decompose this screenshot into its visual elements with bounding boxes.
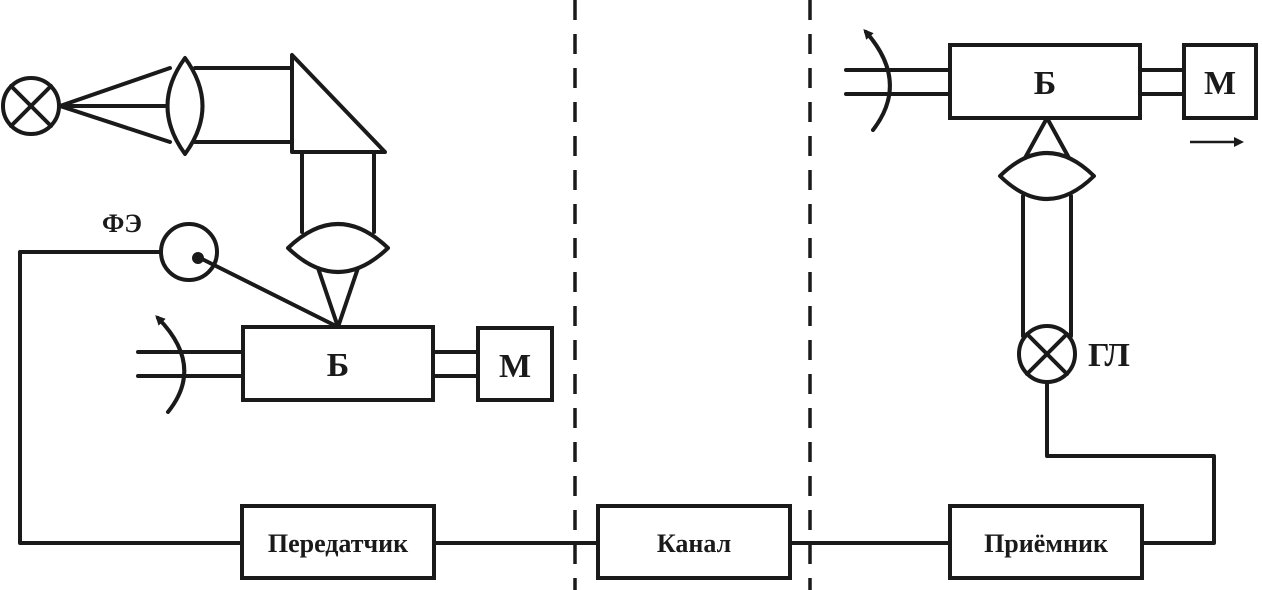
light-cone-source	[58, 66, 172, 144]
focus-cone-transmitter	[316, 266, 360, 329]
condenser-lens-icon	[165, 56, 205, 156]
photocell-icon	[159, 222, 219, 282]
transmitter-drum-box	[241, 325, 435, 402]
receiver-drum-label: Б	[1034, 65, 1056, 102]
receiver-drum-box	[948, 43, 1142, 120]
channel-block	[596, 504, 792, 580]
transmitter-motor-box	[476, 326, 554, 402]
receiver-shaft	[844, 68, 952, 96]
glow-lamp-icon	[1017, 324, 1077, 384]
parallel-beam-vertical	[300, 150, 376, 234]
wire-receiver-lamp	[1045, 380, 1216, 545]
receiver-motor-box	[1182, 43, 1258, 120]
receiver-beam-vertical	[1021, 194, 1073, 338]
receiver-rotation-arrow-icon	[863, 28, 892, 132]
receiver-motor-label: М	[1204, 65, 1236, 102]
transmitter-motor-label: М	[499, 348, 531, 385]
transmitter-shaft	[136, 350, 245, 378]
channel-block-label: Канал	[657, 529, 731, 558]
rotation-arrow-icon	[155, 315, 187, 414]
reflected-ray	[198, 256, 340, 329]
transmitter-block-label: Передатчик	[268, 529, 408, 558]
receiver-block-label: Приёмник	[984, 529, 1108, 558]
receiver-motor-coupling	[1138, 68, 1186, 96]
wire-photocell-transmitter	[18, 250, 244, 545]
photocell-label: ФЭ	[102, 209, 142, 238]
receiver-lens-icon	[998, 151, 1096, 201]
prism-icon	[290, 53, 387, 154]
transmitter-motor-coupling	[431, 350, 480, 378]
source-lamp-icon	[1, 76, 61, 136]
parallel-beam-horizontal	[193, 66, 294, 144]
transmitter-drum-label: Б	[327, 347, 349, 384]
glow-lamp-label: ГЛ	[1088, 337, 1130, 374]
focus-cone-receiver	[1023, 116, 1071, 160]
transmitter-block	[240, 504, 436, 580]
receiver-block	[948, 504, 1144, 580]
